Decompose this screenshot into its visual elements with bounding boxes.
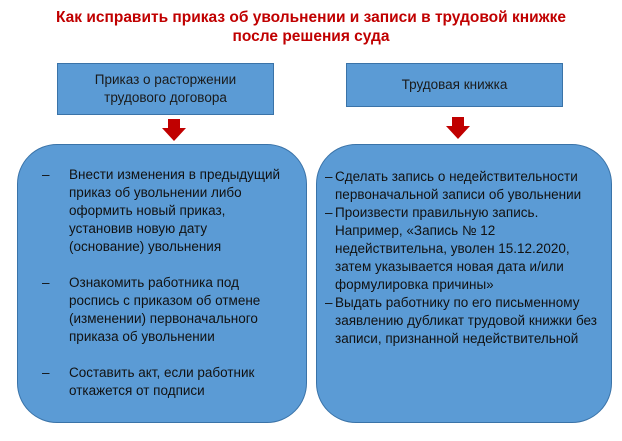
bullet-dash: – <box>325 295 333 310</box>
page-title: Как исправить приказ об увольнении и зап… <box>0 8 622 46</box>
list-item: – Сделать запись о недействительности пе… <box>325 168 601 204</box>
down-arrow-icon <box>446 117 470 139</box>
bullet-dash: – <box>42 167 50 182</box>
bullet-dash: – <box>42 275 50 290</box>
order-header-line-1: Приказ о расторжении <box>94 72 237 87</box>
list-item: – Произвести правильную запись. Например… <box>325 204 601 294</box>
workbook-actions-panel: – Сделать запись о недействительности пе… <box>316 144 612 423</box>
title-line-1: Как исправить приказ об увольнении и зап… <box>56 9 566 26</box>
order-actions-panel: – Внести изменения в предыдущий приказ о… <box>17 144 307 423</box>
list-item: – Выдать работнику по его письменному за… <box>325 294 601 348</box>
list-item-text: Внести изменения в предыдущий приказ об … <box>69 167 281 254</box>
list-item-text: Выдать работнику по его письменному заяв… <box>335 295 597 346</box>
bullet-dash: – <box>325 169 333 184</box>
bullet-dash: – <box>325 205 333 220</box>
order-header-box: Приказ о расторжении трудового договора <box>57 63 274 115</box>
workbook-header-box: Трудовая книжка <box>346 63 563 107</box>
order-header-line-2: трудового договора <box>104 90 227 105</box>
list-item-text: Ознакомить работника под роспись с прика… <box>69 275 261 344</box>
list-item: – Внести изменения в предыдущий приказ о… <box>42 166 286 256</box>
list-item-text: Произвести правильную запись. Например, … <box>335 205 570 292</box>
list-item-text: Сделать запись о недействительности перв… <box>335 169 582 202</box>
title-line-2: после решения суда <box>232 28 390 45</box>
list-item: – Составить акт, если работник откажется… <box>42 364 286 400</box>
list-item: – Ознакомить работника под роспись с при… <box>42 274 286 346</box>
down-arrow-icon <box>162 119 186 141</box>
bullet-dash: – <box>42 365 50 380</box>
workbook-header-label: Трудовая книжка <box>401 77 508 92</box>
list-item-text: Составить акт, если работник откажется о… <box>69 365 255 398</box>
